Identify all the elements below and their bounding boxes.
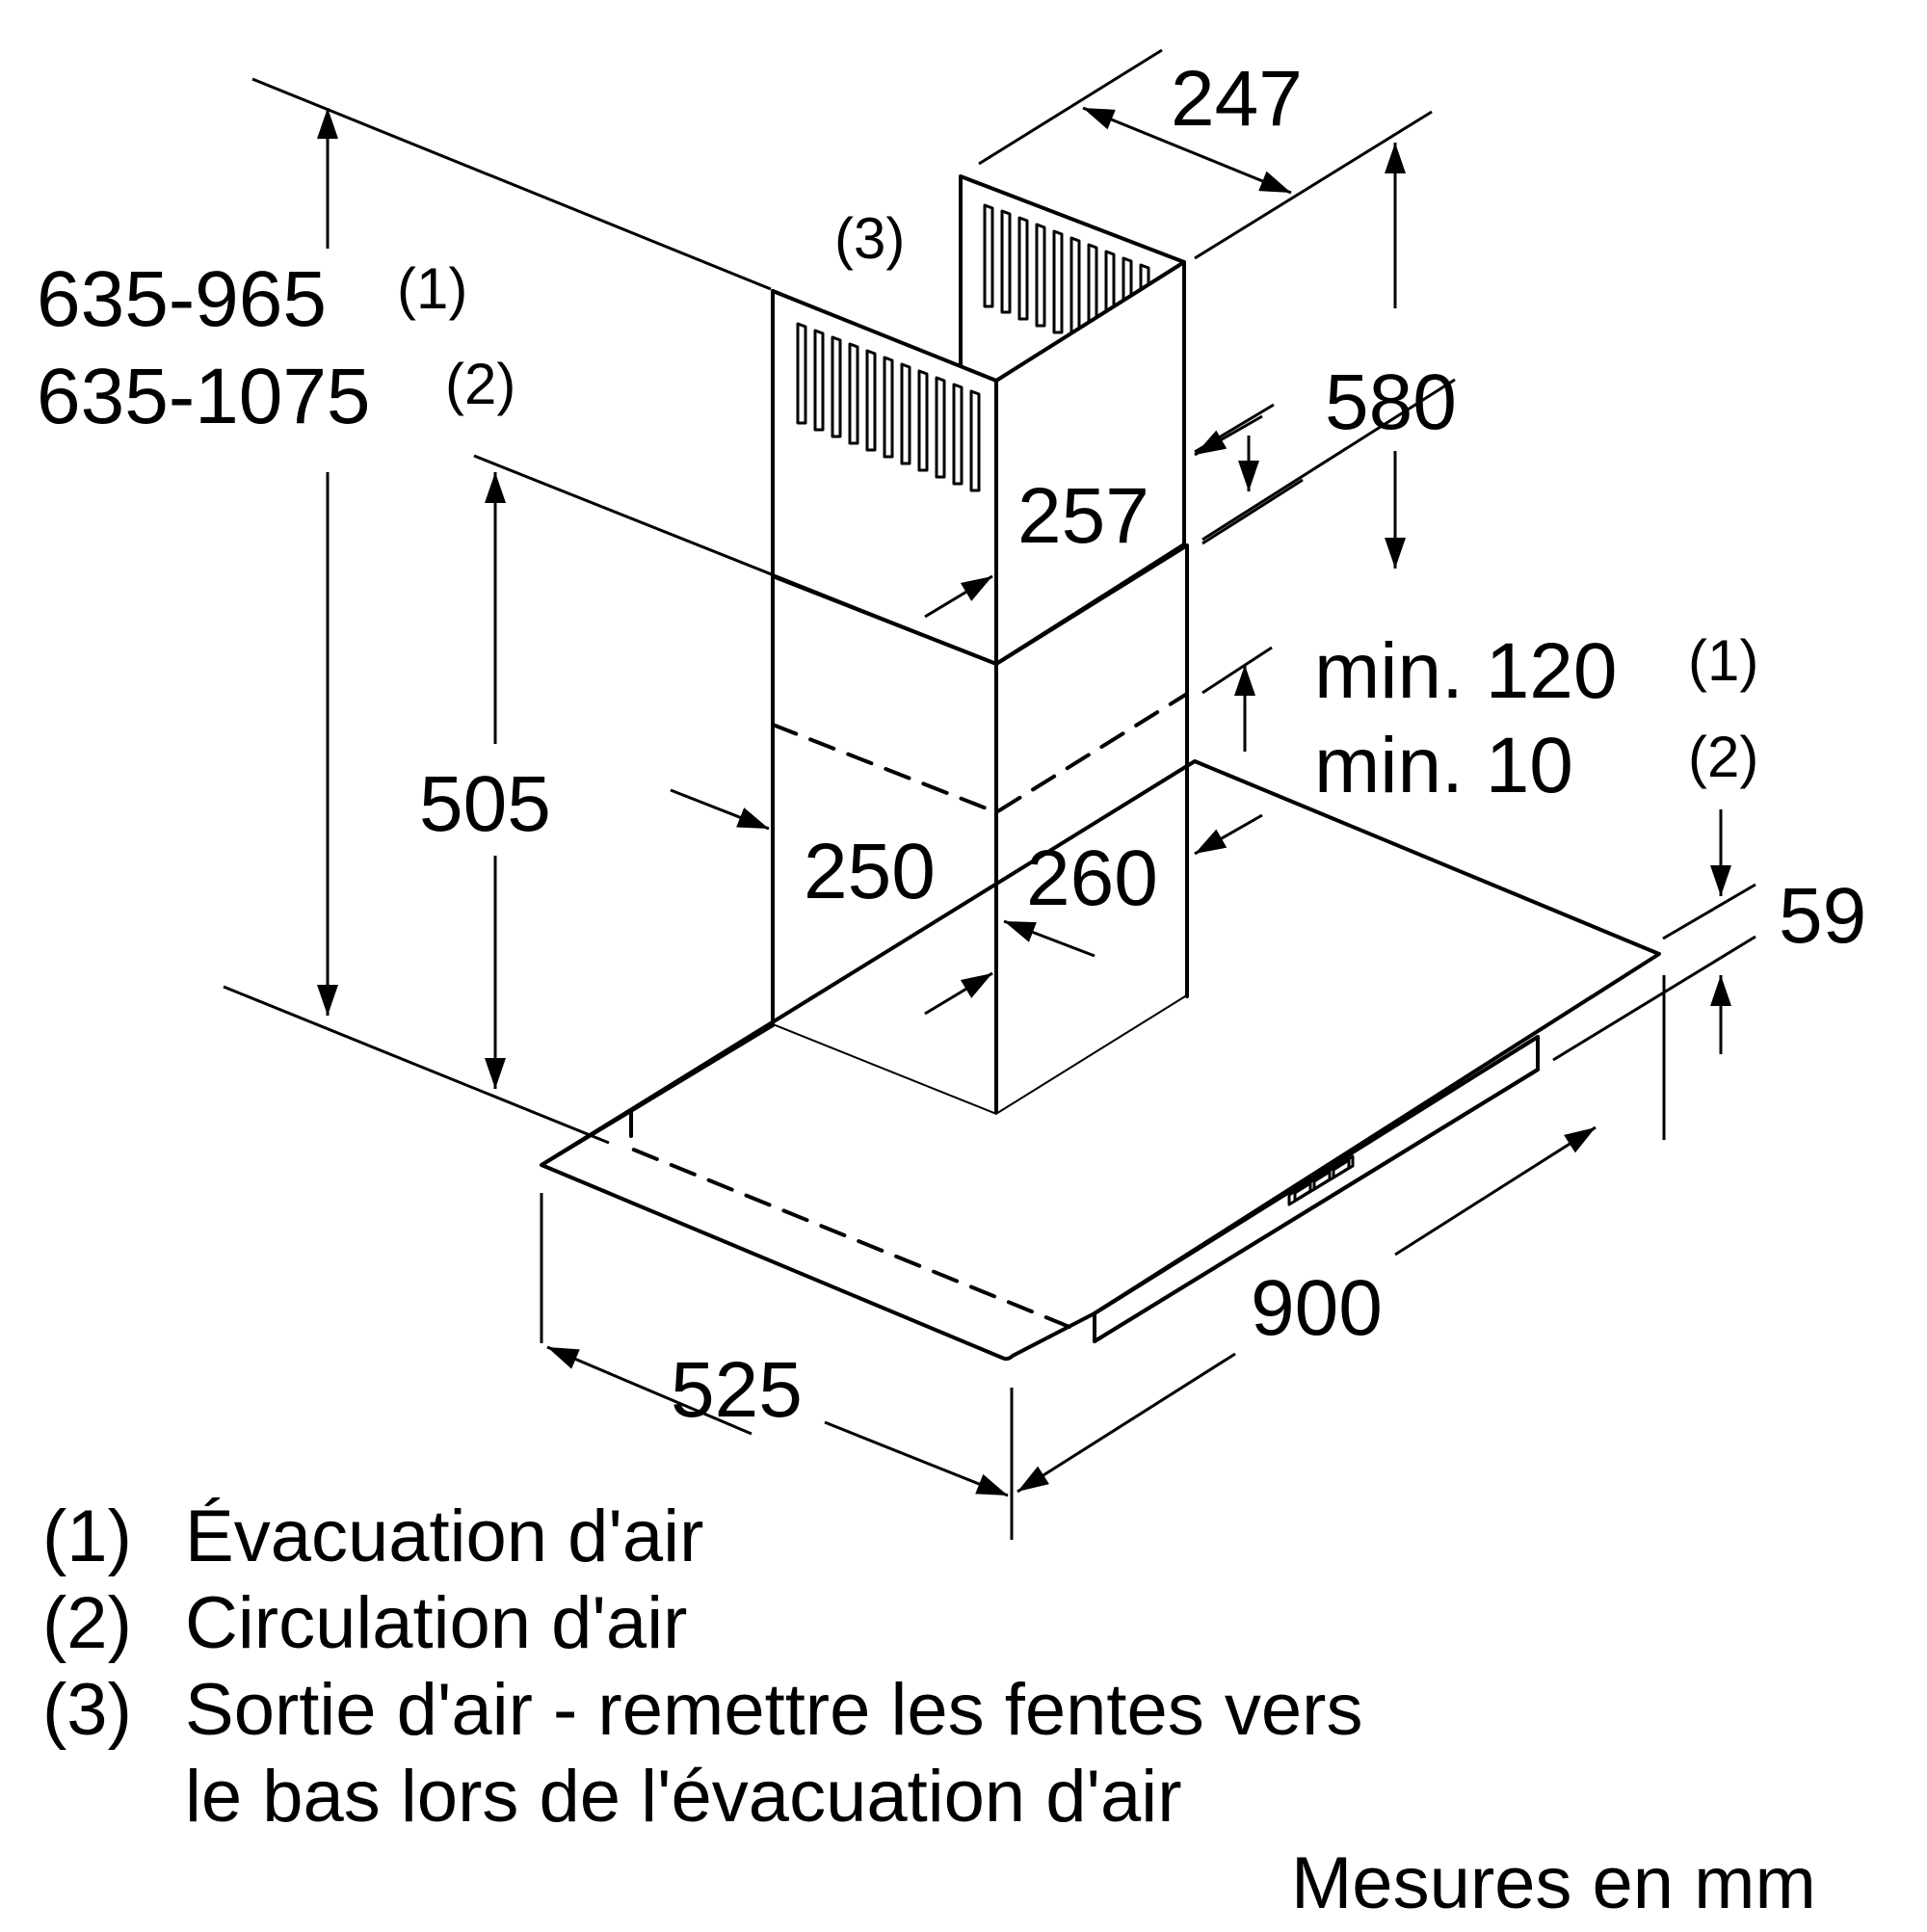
dim-525-arrow-left xyxy=(546,1345,752,1436)
canopy-glass-outline xyxy=(540,759,1661,1362)
arrow-head xyxy=(1258,171,1291,193)
arrow-head xyxy=(1234,665,1255,696)
arrow-head xyxy=(547,1347,580,1369)
hood-outline xyxy=(540,174,1664,1362)
arrow-head xyxy=(1083,108,1116,130)
arrow-head xyxy=(317,108,338,139)
canopy-hidden-edge xyxy=(629,1109,1071,1329)
overall-height-recirculation: 635-1075 xyxy=(37,353,371,440)
arrow-head xyxy=(1017,1466,1049,1492)
dimension-labels: 247 580 257 505 250 260 59 900 525 635-9… xyxy=(37,55,1866,1434)
min-clearance-recirculation: min. 10 xyxy=(1314,722,1573,809)
control-panel xyxy=(1287,1154,1355,1206)
dim-247-arrow xyxy=(1082,106,1292,195)
dim-247: 247 xyxy=(1171,55,1303,143)
overall-height-exhaust: 635-965 xyxy=(37,255,327,343)
legend-text-3-continuation: le bas lors de l'évacuation d'air xyxy=(185,1756,1182,1838)
dim-250: 250 xyxy=(804,828,936,915)
arrow-head xyxy=(1004,921,1037,942)
upper-chimney-front-right xyxy=(994,260,1186,666)
legend-key-3: (3) xyxy=(42,1669,132,1751)
legend-key-2: (2) xyxy=(42,1582,132,1664)
arrow-head xyxy=(736,807,769,829)
dim-257: 257 xyxy=(1017,472,1149,560)
arrow-head xyxy=(960,576,992,601)
min-clearance-exhaust: min. 120 xyxy=(1314,627,1618,715)
canopy-glass-top xyxy=(541,761,1664,1357)
arrow-head xyxy=(485,1058,506,1089)
arrow-head xyxy=(1195,430,1227,455)
dim-580: 580 xyxy=(1325,358,1457,446)
arrow-head xyxy=(960,973,992,998)
arrow-head xyxy=(1710,975,1731,1006)
arrow-head xyxy=(975,1473,1008,1495)
ref-1-min: (1) xyxy=(1688,628,1758,693)
legend-text-2: Circulation d'air xyxy=(185,1582,687,1664)
canopy-bottom-edge xyxy=(1093,1068,1540,1343)
dim-260: 260 xyxy=(1026,834,1158,922)
dim-505: 505 xyxy=(419,760,551,848)
canopy-lower-edge xyxy=(1093,1035,1540,1315)
telescopic-overlap-dashed-line xyxy=(771,692,1189,814)
ref-1-height: (1) xyxy=(397,256,467,321)
legend-key-1: (1) xyxy=(42,1495,132,1577)
dim-525: 525 xyxy=(671,1346,803,1434)
dim-900: 900 xyxy=(1251,1264,1383,1352)
arrow-head xyxy=(1564,1127,1596,1153)
arrow-head xyxy=(1195,829,1227,854)
ref-3-outlet: (3) xyxy=(834,206,905,271)
dim-900-arrow-left xyxy=(1016,1352,1236,1494)
dim-525-arrow-right xyxy=(824,1420,1009,1497)
arrow-head xyxy=(1385,143,1406,173)
legend-text-3: Sortie d'air - remettre les fentes vers xyxy=(185,1669,1363,1751)
front-vent-slats xyxy=(796,322,981,492)
legend: (1) Évacuation d'air (2) Circulation d'a… xyxy=(42,1495,1816,1924)
arrow-head xyxy=(1710,865,1731,896)
extension-lines xyxy=(223,48,1756,1540)
dimension-arrows xyxy=(317,106,1731,1497)
ref-2-min: (2) xyxy=(1688,725,1758,789)
ref-2-height: (2) xyxy=(445,352,515,416)
dim-59: 59 xyxy=(1779,872,1866,960)
units-note: Mesures en mm xyxy=(1291,1842,1816,1924)
arrow-head xyxy=(485,472,506,503)
legend-text-1: Évacuation d'air xyxy=(185,1495,703,1577)
arrow-head xyxy=(1385,538,1406,569)
arrow-head xyxy=(1238,461,1259,491)
arrow-head xyxy=(317,985,338,1016)
dim-900-arrow-right xyxy=(1394,1125,1597,1257)
